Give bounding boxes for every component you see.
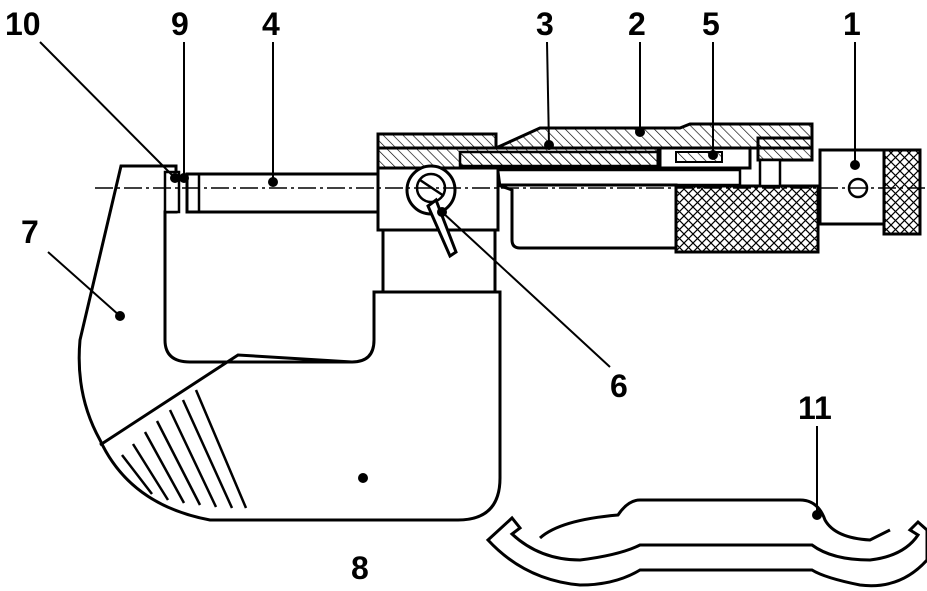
label-1: 1 [843, 6, 861, 42]
lock-lever [426, 197, 458, 259]
label-2: 2 [628, 6, 646, 42]
thimble-body [497, 183, 678, 250]
label-8: 8 [351, 550, 369, 586]
label-7: 7 [21, 214, 39, 250]
wrench-key [485, 515, 927, 588]
label-3: 3 [536, 6, 554, 42]
label-9: 9 [171, 6, 189, 42]
ratchet-knurl [882, 148, 922, 236]
label-4: 4 [262, 6, 280, 42]
stem-barrel [496, 168, 742, 187]
pad-hatching [121, 389, 248, 509]
label-5: 5 [702, 6, 720, 42]
label-6: 6 [610, 368, 628, 404]
frame-body [77, 164, 502, 522]
insulating-pad-edge [99, 353, 353, 447]
outer-ring [376, 132, 498, 150]
spindle [185, 172, 389, 214]
thimble-knurl [674, 184, 820, 254]
leader-dots [115, 127, 860, 520]
frame-neck [381, 230, 497, 294]
leader-lines [39, 41, 856, 515]
wrench-key-body [538, 498, 891, 542]
micrometer-screw [458, 150, 662, 168]
label-10: 10 [5, 6, 41, 42]
cap-hatch [756, 136, 814, 162]
label-11: 11 [798, 390, 832, 426]
